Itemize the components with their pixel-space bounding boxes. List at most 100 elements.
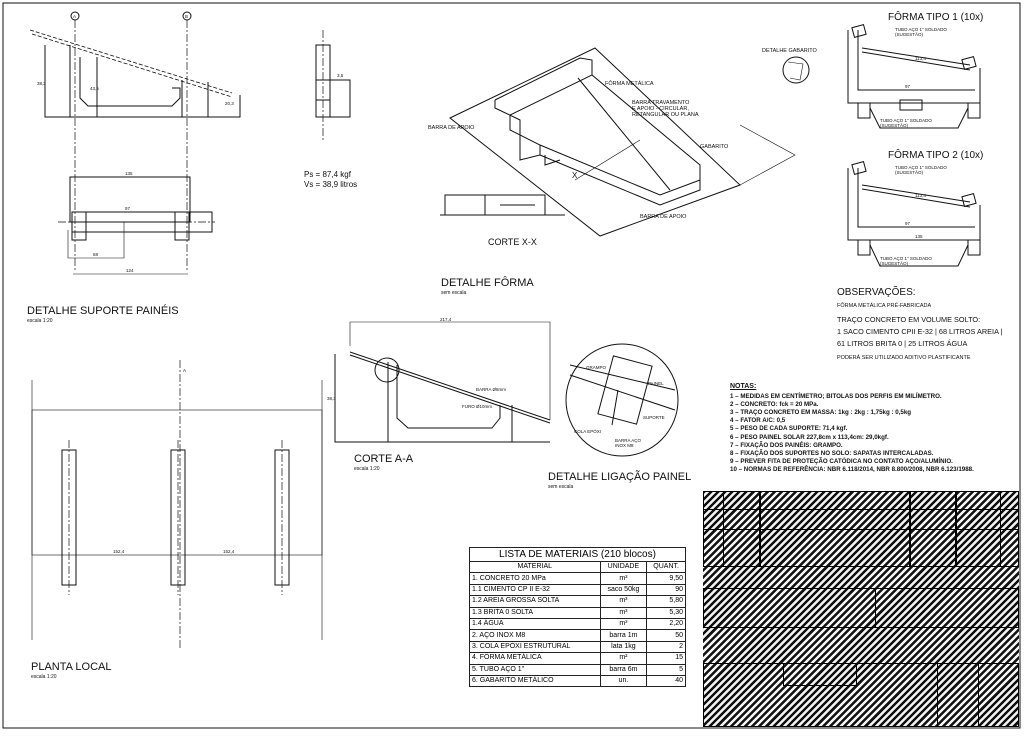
quantity-cell: 50 bbox=[646, 629, 686, 642]
label-metal-form: FÔRMA METÁLICA bbox=[605, 80, 654, 87]
material-cell: 1.2 AREIA GROSSA SOLTA bbox=[469, 595, 601, 608]
unit-cell: m³ bbox=[599, 606, 648, 619]
form-detail-scale: sem escala bbox=[441, 290, 467, 296]
note-item: 8 – FIXAÇÃO DOS SUPORTES NO SOLO: SAPATA… bbox=[730, 449, 934, 457]
site-plan-scale: escala 1:20 bbox=[31, 674, 57, 680]
dim-text: 43,5 bbox=[90, 86, 99, 91]
quantity-cell: 9,50 bbox=[646, 572, 686, 585]
title-block-hatched bbox=[703, 491, 1019, 727]
quantity-cell: 40 bbox=[646, 674, 686, 688]
template-detail-circle bbox=[782, 56, 810, 84]
title-block-cell bbox=[783, 663, 857, 686]
label-brace-bar: RETANGULAR OU PLANA bbox=[632, 112, 699, 118]
observations: OBSERVAÇÕES: FÔRMA METÁLICA PRÉ-FABRICAD… bbox=[837, 287, 1002, 366]
support-elevation: A B 38,3 43,5 20,3 bbox=[29, 11, 241, 270]
form-isometric: X FÔRMA METÁLICA BARRA TRAVAMENTO E APOI… bbox=[428, 47, 741, 237]
material-cell: 1.3 BRITA 0 SOLTA bbox=[469, 606, 601, 619]
site-plan-title: PLANTA LOCAL bbox=[31, 661, 112, 673]
tube-note: (SUGESTÃO) bbox=[895, 31, 924, 37]
support-label: SUPORTE bbox=[643, 415, 665, 420]
dim-text: 97 bbox=[125, 206, 131, 211]
label-brace-bar: BARRA TRAVAMENTO bbox=[632, 100, 690, 106]
form-type-2-title: FÔRMA TIPO 2 (10x) bbox=[888, 148, 983, 161]
panel-connection-scale: sem escala bbox=[548, 484, 574, 490]
dim-text: 113,4 bbox=[915, 193, 926, 198]
note-item: 6 – PESO PAINEL SOLAR 227,8cm x 113,4cm:… bbox=[730, 433, 889, 441]
title-block-cell bbox=[703, 663, 1019, 727]
section-mark: A bbox=[183, 368, 186, 373]
unit-cell: m³ bbox=[599, 595, 648, 608]
tube-label: TUBO AÇO 1" SOLDADO bbox=[880, 118, 932, 123]
dim-text: 217,4 bbox=[440, 317, 452, 322]
material-cell: 1. CONCRETO 20 MPa bbox=[469, 572, 601, 585]
tube-label: TUBO AÇO 1" SOLDADO bbox=[880, 256, 932, 261]
dim-text: 135 bbox=[915, 234, 923, 239]
axis-b-label: B bbox=[185, 14, 188, 19]
observation-line: 1 SACO CIMENTO CPII E-32 | 68 LITROS ARE… bbox=[837, 327, 1003, 336]
tube-note: (SUGESTÃO) bbox=[895, 169, 924, 175]
unit-cell: lata 1kg bbox=[599, 640, 648, 654]
dim-text: 68 bbox=[93, 252, 99, 257]
note-item: 2 – CONCRETO: fck = 20 MPa. bbox=[730, 401, 819, 409]
section-mark: X bbox=[572, 171, 578, 180]
dim-text: 97 bbox=[905, 84, 911, 89]
axis-a-label: A bbox=[73, 14, 76, 19]
support-side-view: 3,5 bbox=[315, 30, 351, 140]
notes-title: NOTAS: bbox=[730, 383, 757, 390]
unit-cell: m³ bbox=[599, 572, 648, 585]
title-block-cell bbox=[703, 509, 1019, 530]
quantity-cell: 5,80 bbox=[646, 595, 686, 608]
epoxy-label: COLA EPÓXI bbox=[574, 428, 601, 434]
bar-label: BARRA AÇO bbox=[615, 438, 642, 443]
note-item: 4 – FATOR A/C: 0,5 bbox=[730, 417, 786, 425]
section-aa-scale: escala 1:20 bbox=[354, 466, 380, 472]
material-cell: 1.1 CIMENTO CP II E-32 bbox=[469, 583, 601, 597]
quantity-cell: 5 bbox=[646, 663, 686, 676]
tube-note: (SUGESTÃO) bbox=[880, 260, 909, 266]
section-aa: 217,4 38,3 BARRA Ø8mm FURO Ø10mm bbox=[327, 317, 551, 443]
unit-cell: barra 6m bbox=[599, 663, 648, 676]
observation-line: TRAÇO CONCRETO EM VOLUME SOLTO: bbox=[837, 315, 981, 324]
weight-label: Ps = 87,4 kgf bbox=[304, 170, 352, 179]
dim-text: 113,4 bbox=[915, 56, 926, 61]
clamp-label: GRAMPO bbox=[586, 365, 607, 370]
column-header: MATERIAL bbox=[469, 560, 601, 574]
support-detail-title: DETALHE SUPORTE PAINÉIS bbox=[27, 304, 179, 317]
note-item: 10 – NORMAS DE REFERÊNCIA: NBR 6.118/201… bbox=[730, 465, 974, 473]
support-plan: 135 97 68 124 bbox=[58, 171, 215, 275]
volume-label: Vs = 38,9 litros bbox=[304, 180, 357, 189]
dim-text: 152,4 bbox=[223, 549, 235, 554]
unit-cell: m³ bbox=[599, 617, 648, 631]
label-template: GABARITO bbox=[700, 144, 729, 150]
observation-line: 61 LITROS BRITA 0 | 25 LITROS ÁGUA bbox=[837, 339, 968, 348]
dim-text: 3,5 bbox=[337, 73, 344, 78]
materials-table: LISTA DE MATERIAIS (210 blocos) MATERIAL… bbox=[469, 547, 686, 688]
column-header: UNIDADE bbox=[599, 560, 648, 574]
quantity-cell: 2 bbox=[646, 640, 686, 654]
support-detail-scale: escala 1:20 bbox=[27, 318, 53, 324]
unit-cell: barra 1m bbox=[599, 629, 648, 642]
dim-text: 38,3 bbox=[327, 396, 336, 401]
dim-text: 20,3 bbox=[225, 101, 234, 106]
label-support-bar: BARRA DE APOIO bbox=[640, 214, 687, 220]
quantity-cell: 90 bbox=[646, 583, 686, 597]
tube-note: (SUGESTÃO) bbox=[880, 122, 909, 128]
form-type-1: FÔRMA TIPO 1 (10x) TUBO AÇO 1" SOLDADO (… bbox=[847, 10, 983, 129]
column-header: QUANT. bbox=[646, 560, 686, 574]
title-block-cell bbox=[875, 588, 1019, 628]
dim-text: 152,4 bbox=[113, 549, 125, 554]
quantity-cell: 2,20 bbox=[646, 617, 686, 631]
dim-text: 38,3 bbox=[37, 81, 46, 86]
dim-text: 135 bbox=[125, 171, 133, 176]
tube-label: TUBO AÇO 1" SOLDADO bbox=[895, 27, 947, 32]
label-support-bar: BARRA DE APOIO bbox=[428, 125, 475, 131]
